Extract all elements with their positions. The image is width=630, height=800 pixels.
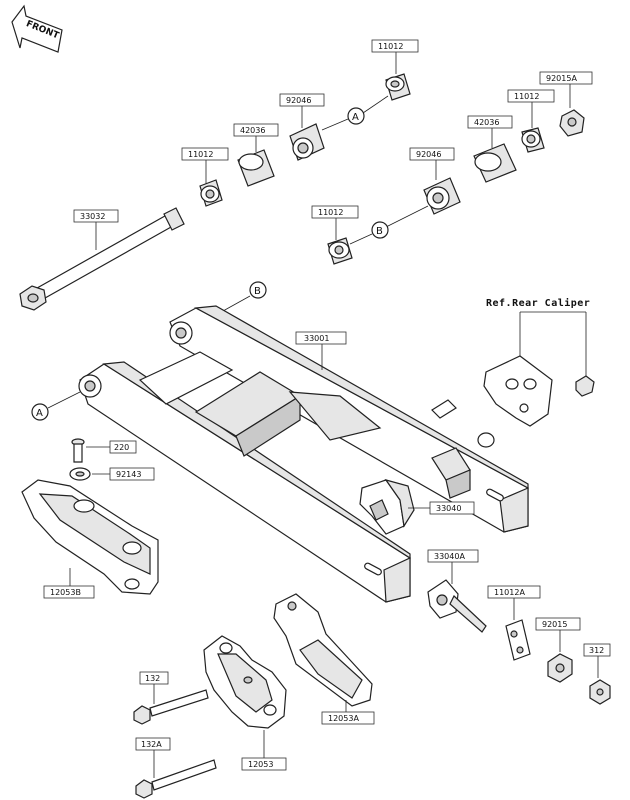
svg-text:92046: 92046 bbox=[286, 96, 311, 105]
part-label-92046-a[interactable]: 92046 bbox=[279, 93, 325, 107]
part-label-33040a[interactable]: 33040A bbox=[427, 549, 479, 563]
svg-text:33001: 33001 bbox=[304, 334, 329, 343]
collar-11012-top[interactable] bbox=[385, 73, 411, 101]
part-label-11012-c[interactable]: 11012 bbox=[181, 147, 229, 161]
part-label-220[interactable]: 220 bbox=[109, 440, 137, 454]
part-label-33001[interactable]: 33001 bbox=[295, 331, 347, 345]
nut-92015[interactable] bbox=[547, 653, 573, 683]
svg-text:312: 312 bbox=[589, 646, 604, 655]
part-label-33032[interactable]: 33032 bbox=[73, 209, 119, 223]
bolt-132[interactable] bbox=[133, 689, 209, 725]
part-label-312[interactable]: 312 bbox=[583, 643, 611, 657]
collar-11012-lower[interactable] bbox=[327, 237, 353, 265]
adjuster-block-33040[interactable] bbox=[359, 478, 415, 535]
svg-text:12053: 12053 bbox=[248, 760, 273, 769]
chain-guide-12053[interactable] bbox=[203, 635, 287, 729]
collar-11012-mid[interactable] bbox=[521, 127, 545, 153]
part-label-12053a[interactable]: 12053A bbox=[321, 711, 375, 725]
svg-text:42036: 42036 bbox=[240, 126, 265, 135]
marker-b-top: B bbox=[371, 221, 389, 239]
svg-text:A: A bbox=[36, 408, 43, 419]
rear-caliper-bracket bbox=[483, 355, 595, 427]
swingarm-33001[interactable] bbox=[78, 305, 529, 603]
svg-text:220: 220 bbox=[114, 443, 129, 452]
bolt-132a[interactable] bbox=[135, 759, 217, 799]
part-label-42036-a[interactable]: 42036 bbox=[233, 123, 279, 137]
screw-220[interactable] bbox=[71, 438, 85, 463]
marker-b-swingarm: B bbox=[249, 281, 267, 299]
svg-text:92046: 92046 bbox=[416, 150, 441, 159]
svg-text:11012: 11012 bbox=[514, 92, 539, 101]
part-label-92143[interactable]: 92143 bbox=[109, 467, 155, 481]
plate-11012a[interactable] bbox=[505, 619, 531, 661]
bushing-92046-left[interactable] bbox=[289, 123, 325, 161]
part-label-92046-b[interactable]: 92046 bbox=[409, 147, 455, 161]
marker-a-top: A bbox=[347, 107, 365, 125]
part-label-11012-a[interactable]: 11012 bbox=[371, 39, 419, 53]
svg-text:132A: 132A bbox=[141, 740, 162, 749]
marker-a-swingarm: A bbox=[31, 403, 49, 421]
svg-text:92143: 92143 bbox=[116, 470, 141, 479]
part-label-33040[interactable]: 33040 bbox=[429, 501, 475, 515]
svg-text:33032: 33032 bbox=[80, 212, 105, 221]
part-label-12053b[interactable]: 12053B bbox=[43, 585, 95, 599]
collar-11012-left[interactable] bbox=[199, 179, 223, 207]
svg-text:33040A: 33040A bbox=[434, 552, 465, 561]
svg-text:11012A: 11012A bbox=[494, 588, 525, 597]
part-label-92015[interactable]: 92015 bbox=[535, 617, 581, 631]
pivot-shaft-33032[interactable] bbox=[19, 207, 185, 311]
chain-adjuster-33040a[interactable] bbox=[427, 579, 487, 633]
nut-312[interactable] bbox=[589, 679, 611, 705]
svg-text:11012: 11012 bbox=[188, 150, 213, 159]
sleeve-42036-right[interactable] bbox=[473, 143, 517, 183]
svg-text:B: B bbox=[254, 286, 261, 297]
front-arrow-icon: FRONT bbox=[11, 4, 63, 53]
part-label-92015a[interactable]: 92015A bbox=[539, 71, 593, 85]
part-label-42036-b[interactable]: 42036 bbox=[467, 115, 513, 129]
svg-text:11012: 11012 bbox=[378, 42, 403, 51]
svg-text:132: 132 bbox=[145, 674, 160, 683]
chain-guide-12053a[interactable] bbox=[273, 593, 373, 707]
nut-92015a[interactable] bbox=[559, 109, 585, 137]
svg-text:92015A: 92015A bbox=[546, 74, 577, 83]
part-label-12053[interactable]: 12053 bbox=[241, 757, 287, 771]
chain-slider-12053b[interactable] bbox=[21, 479, 159, 595]
svg-text:33040: 33040 bbox=[436, 504, 461, 513]
svg-text:A: A bbox=[352, 112, 359, 123]
svg-text:B: B bbox=[376, 226, 383, 237]
part-label-11012-b[interactable]: 11012 bbox=[507, 89, 555, 103]
bushing-92046-right[interactable] bbox=[423, 177, 461, 215]
part-label-11012-d[interactable]: 11012 bbox=[311, 205, 359, 219]
part-label-132a[interactable]: 132A bbox=[135, 737, 171, 751]
part-label-11012a[interactable]: 11012A bbox=[487, 585, 541, 599]
part-label-132[interactable]: 132 bbox=[139, 671, 169, 685]
svg-text:12053B: 12053B bbox=[50, 588, 81, 597]
washer-92143[interactable] bbox=[69, 467, 91, 481]
svg-text:92015: 92015 bbox=[542, 620, 567, 629]
svg-text:11012: 11012 bbox=[318, 208, 343, 217]
svg-text:42036: 42036 bbox=[474, 118, 499, 127]
ref-rear-caliper-note: Ref.Rear Caliper bbox=[486, 297, 590, 309]
svg-text:12053A: 12053A bbox=[328, 714, 359, 723]
sleeve-42036-left[interactable] bbox=[237, 149, 275, 187]
